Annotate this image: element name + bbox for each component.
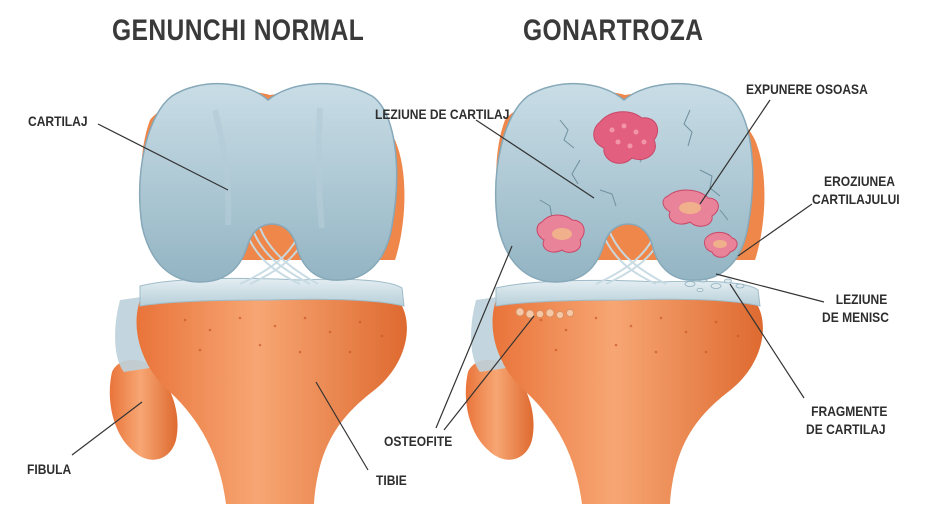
label-fibula: FIBULA [27,460,71,478]
normal-knee [110,84,407,504]
label-eroziunea: EROZIUNEA CARTILAJULUI [812,172,900,208]
label-fragmente-line1: FRAGMENTE [806,402,887,420]
title-normal-knee: GENUNCHI NORMAL [112,14,364,48]
label-fragmente: FRAGMENTE DE CARTILAJ [806,402,887,438]
label-osteofite: OSTEOFITE [384,432,452,450]
label-fragmente-line2: DE CARTILAJ [806,420,887,438]
normal-tibia [137,296,407,504]
arthritic-knee [466,84,765,504]
label-leziune-cartilaj: LEZIUNE DE CARTILAJ [375,105,509,123]
label-leziune-menisc-line2: DE MENISC [822,308,889,326]
label-expunere-osoasa: EXPUNERE OSOASA [746,80,868,98]
title-arthritic-knee: GONARTROZA [523,14,703,48]
label-leziune-menisc: LEZIUNE DE MENISC [822,290,889,326]
label-leziune-menisc-line1: LEZIUNE [822,290,889,308]
label-eroziunea-line1: EROZIUNEA [812,172,900,190]
arthritic-tibia [493,296,763,504]
label-cartilaj: CARTILAJ [28,112,88,130]
label-eroziunea-line2: CARTILAJULUI [812,190,900,208]
label-tibie: TIBIE [376,471,407,489]
